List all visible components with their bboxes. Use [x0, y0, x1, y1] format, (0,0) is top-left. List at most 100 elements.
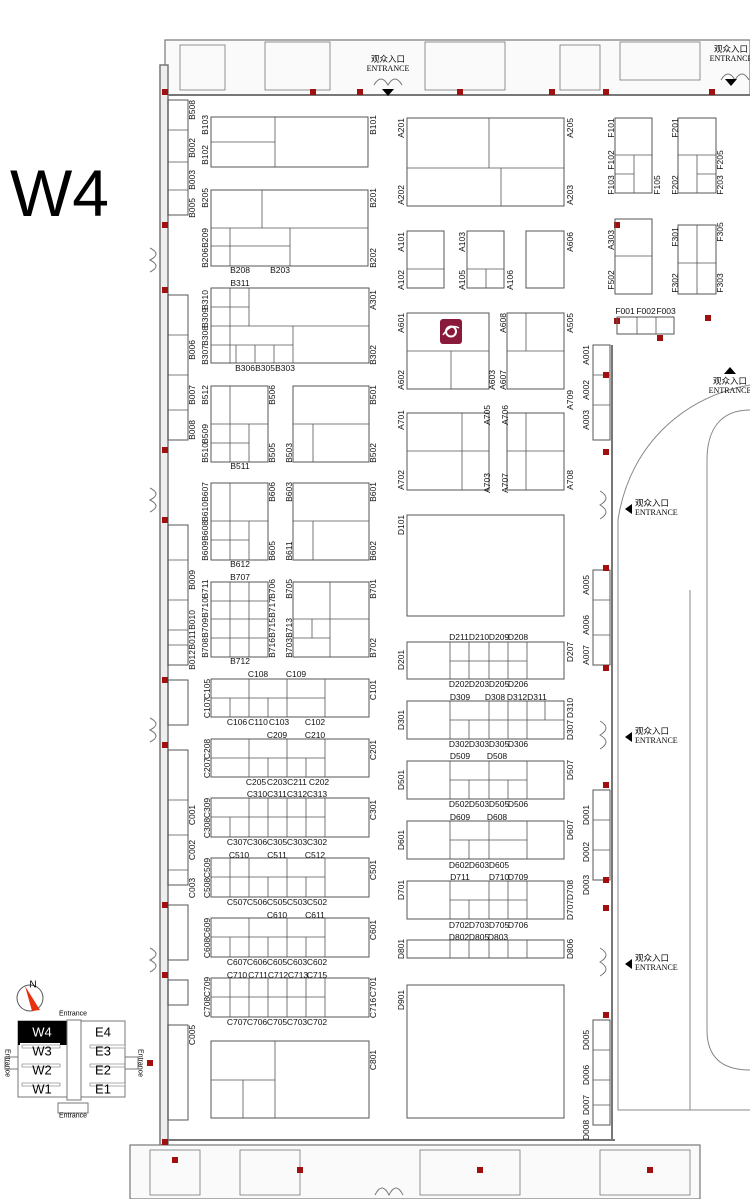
booth-label[interactable]: B012 [186, 650, 197, 670]
booth-label[interactable]: D707 [564, 899, 575, 921]
booth-label[interactable]: B002 [186, 138, 197, 158]
booth-label[interactable]: F002 [636, 305, 656, 316]
booth-label[interactable]: C311 [267, 788, 287, 799]
booth-label[interactable]: D005 [580, 1029, 591, 1051]
booth-label[interactable]: D310 [564, 697, 575, 719]
booth-label[interactable]: B706 [266, 579, 277, 599]
booth-label[interactable]: B503 [283, 443, 294, 463]
booth-label[interactable]: C102 [304, 716, 326, 727]
booth-label[interactable]: B705 [283, 579, 294, 599]
booth-label[interactable]: B511 [230, 460, 250, 471]
booth-label[interactable]: C715 [306, 969, 328, 980]
booth-label[interactable]: C503 [286, 896, 308, 907]
booth-label[interactable]: F105 [651, 175, 662, 195]
booth-label[interactable]: C203 [266, 776, 288, 787]
booth-label[interactable]: A103 [456, 232, 467, 252]
booth-label[interactable]: D709 [507, 871, 529, 882]
booth-label[interactable]: A106 [504, 270, 515, 290]
booth-label[interactable]: A706 [499, 405, 510, 425]
booth-label[interactable]: B605 [266, 541, 277, 561]
booth-label[interactable]: B307 [199, 345, 210, 365]
minimap-hall-e2[interactable]: E2 [95, 1062, 111, 1078]
booth-label[interactable]: C201 [367, 739, 378, 761]
booth-label[interactable]: D208 [507, 631, 529, 642]
booth-label[interactable]: C713 [287, 969, 309, 980]
booth-label[interactable]: D506 [507, 798, 529, 809]
booth-label[interactable]: C509 [201, 857, 212, 879]
booth-label[interactable]: B606 [266, 482, 277, 502]
booth-label[interactable]: B101 [367, 115, 378, 135]
booth-label[interactable]: B103 [199, 115, 210, 135]
booth-label[interactable]: D603 [468, 859, 490, 870]
booth-label[interactable]: F101 [605, 118, 616, 138]
booth-label[interactable]: A001 [580, 345, 591, 365]
booth-label[interactable]: D701 [395, 879, 406, 901]
booth-label[interactable]: A702 [395, 470, 406, 490]
booth-label[interactable]: D209 [488, 631, 510, 642]
booth-label[interactable]: A105 [456, 270, 467, 290]
booth-label[interactable]: F102 [605, 150, 616, 170]
booth-label[interactable]: A708 [564, 470, 575, 490]
booth-label[interactable]: D306 [507, 738, 529, 749]
booth-label[interactable]: C609 [201, 917, 212, 939]
booth-label[interactable]: D003 [580, 874, 591, 896]
booth-label[interactable]: D605 [488, 859, 510, 870]
booth-label[interactable]: D101 [395, 514, 406, 536]
booth-label[interactable]: C511 [267, 849, 287, 860]
booth-label[interactable]: C305 [266, 836, 288, 847]
booth-label[interactable]: D711 [450, 871, 470, 882]
booth-label[interactable]: A005 [580, 575, 591, 595]
booth-label[interactable]: C611 [305, 909, 325, 920]
booth-label[interactable]: B508 [186, 100, 197, 120]
booth-label[interactable]: C308 [201, 817, 212, 839]
booth-label[interactable]: C716 [367, 997, 378, 1019]
booth-label[interactable]: C109 [285, 668, 307, 679]
booth-label[interactable]: A701 [395, 410, 406, 430]
booth-label[interactable]: C005 [186, 1024, 197, 1046]
booth-label[interactable]: D008 [580, 1119, 591, 1141]
booth-label[interactable]: D710 [488, 871, 510, 882]
booth-label[interactable]: D002 [580, 841, 591, 863]
booth-label[interactable]: B717 [266, 598, 277, 618]
booth-label[interactable]: D312 [506, 691, 528, 702]
booth-label[interactable]: C310 [246, 788, 268, 799]
booth-label[interactable]: D202 [448, 678, 470, 689]
booth-label[interactable]: A006 [580, 615, 591, 635]
booth-label[interactable]: D006 [580, 1064, 591, 1086]
booth-label[interactable]: D706 [507, 919, 529, 930]
booth-label[interactable]: D308 [484, 691, 506, 702]
booth-label[interactable]: D508 [486, 750, 508, 761]
booth-label[interactable]: B712 [230, 655, 250, 666]
booth-label[interactable]: D305 [488, 738, 510, 749]
booth-label[interactable]: C702 [306, 1016, 328, 1027]
booth-label[interactable]: D702 [448, 919, 470, 930]
booth-label[interactable]: F303 [714, 273, 725, 293]
booth-label[interactable]: D803 [487, 931, 509, 942]
booth-label[interactable]: A505 [564, 313, 575, 333]
booth-label[interactable]: F302 [669, 273, 680, 293]
booth-label[interactable]: B715 [266, 618, 277, 638]
booth-label[interactable]: C210 [304, 729, 326, 740]
booth-label[interactable]: C209 [266, 729, 288, 740]
booth-label[interactable]: B509 [199, 424, 210, 444]
booth-label[interactable]: B609 [199, 541, 210, 561]
booth-label[interactable]: C306 [246, 836, 268, 847]
booth-label[interactable]: D805 [468, 931, 490, 942]
booth-label[interactable]: C707 [226, 1016, 248, 1027]
booth-label[interactable]: D509 [449, 750, 471, 761]
booth-label[interactable]: C701 [367, 976, 378, 998]
booth-label[interactable]: B610 [199, 502, 210, 522]
minimap-hall-w1[interactable]: W1 [32, 1081, 52, 1097]
booth-label[interactable]: F001 [615, 305, 635, 316]
booth-label[interactable]: D203 [468, 678, 490, 689]
booth-label[interactable]: C502 [306, 896, 328, 907]
booth-label[interactable]: C601 [367, 919, 378, 941]
booth-label[interactable]: A203 [564, 185, 575, 205]
booth-label[interactable]: A101 [395, 232, 406, 252]
booth-label[interactable]: C512 [304, 849, 326, 860]
booth-label[interactable]: F202 [669, 175, 680, 195]
booth-label[interactable]: F103 [605, 175, 616, 195]
booth-label[interactable]: C710 [226, 969, 248, 980]
booth-label[interactable]: B308 [199, 326, 210, 346]
booth-label[interactable]: B611 [283, 541, 294, 561]
